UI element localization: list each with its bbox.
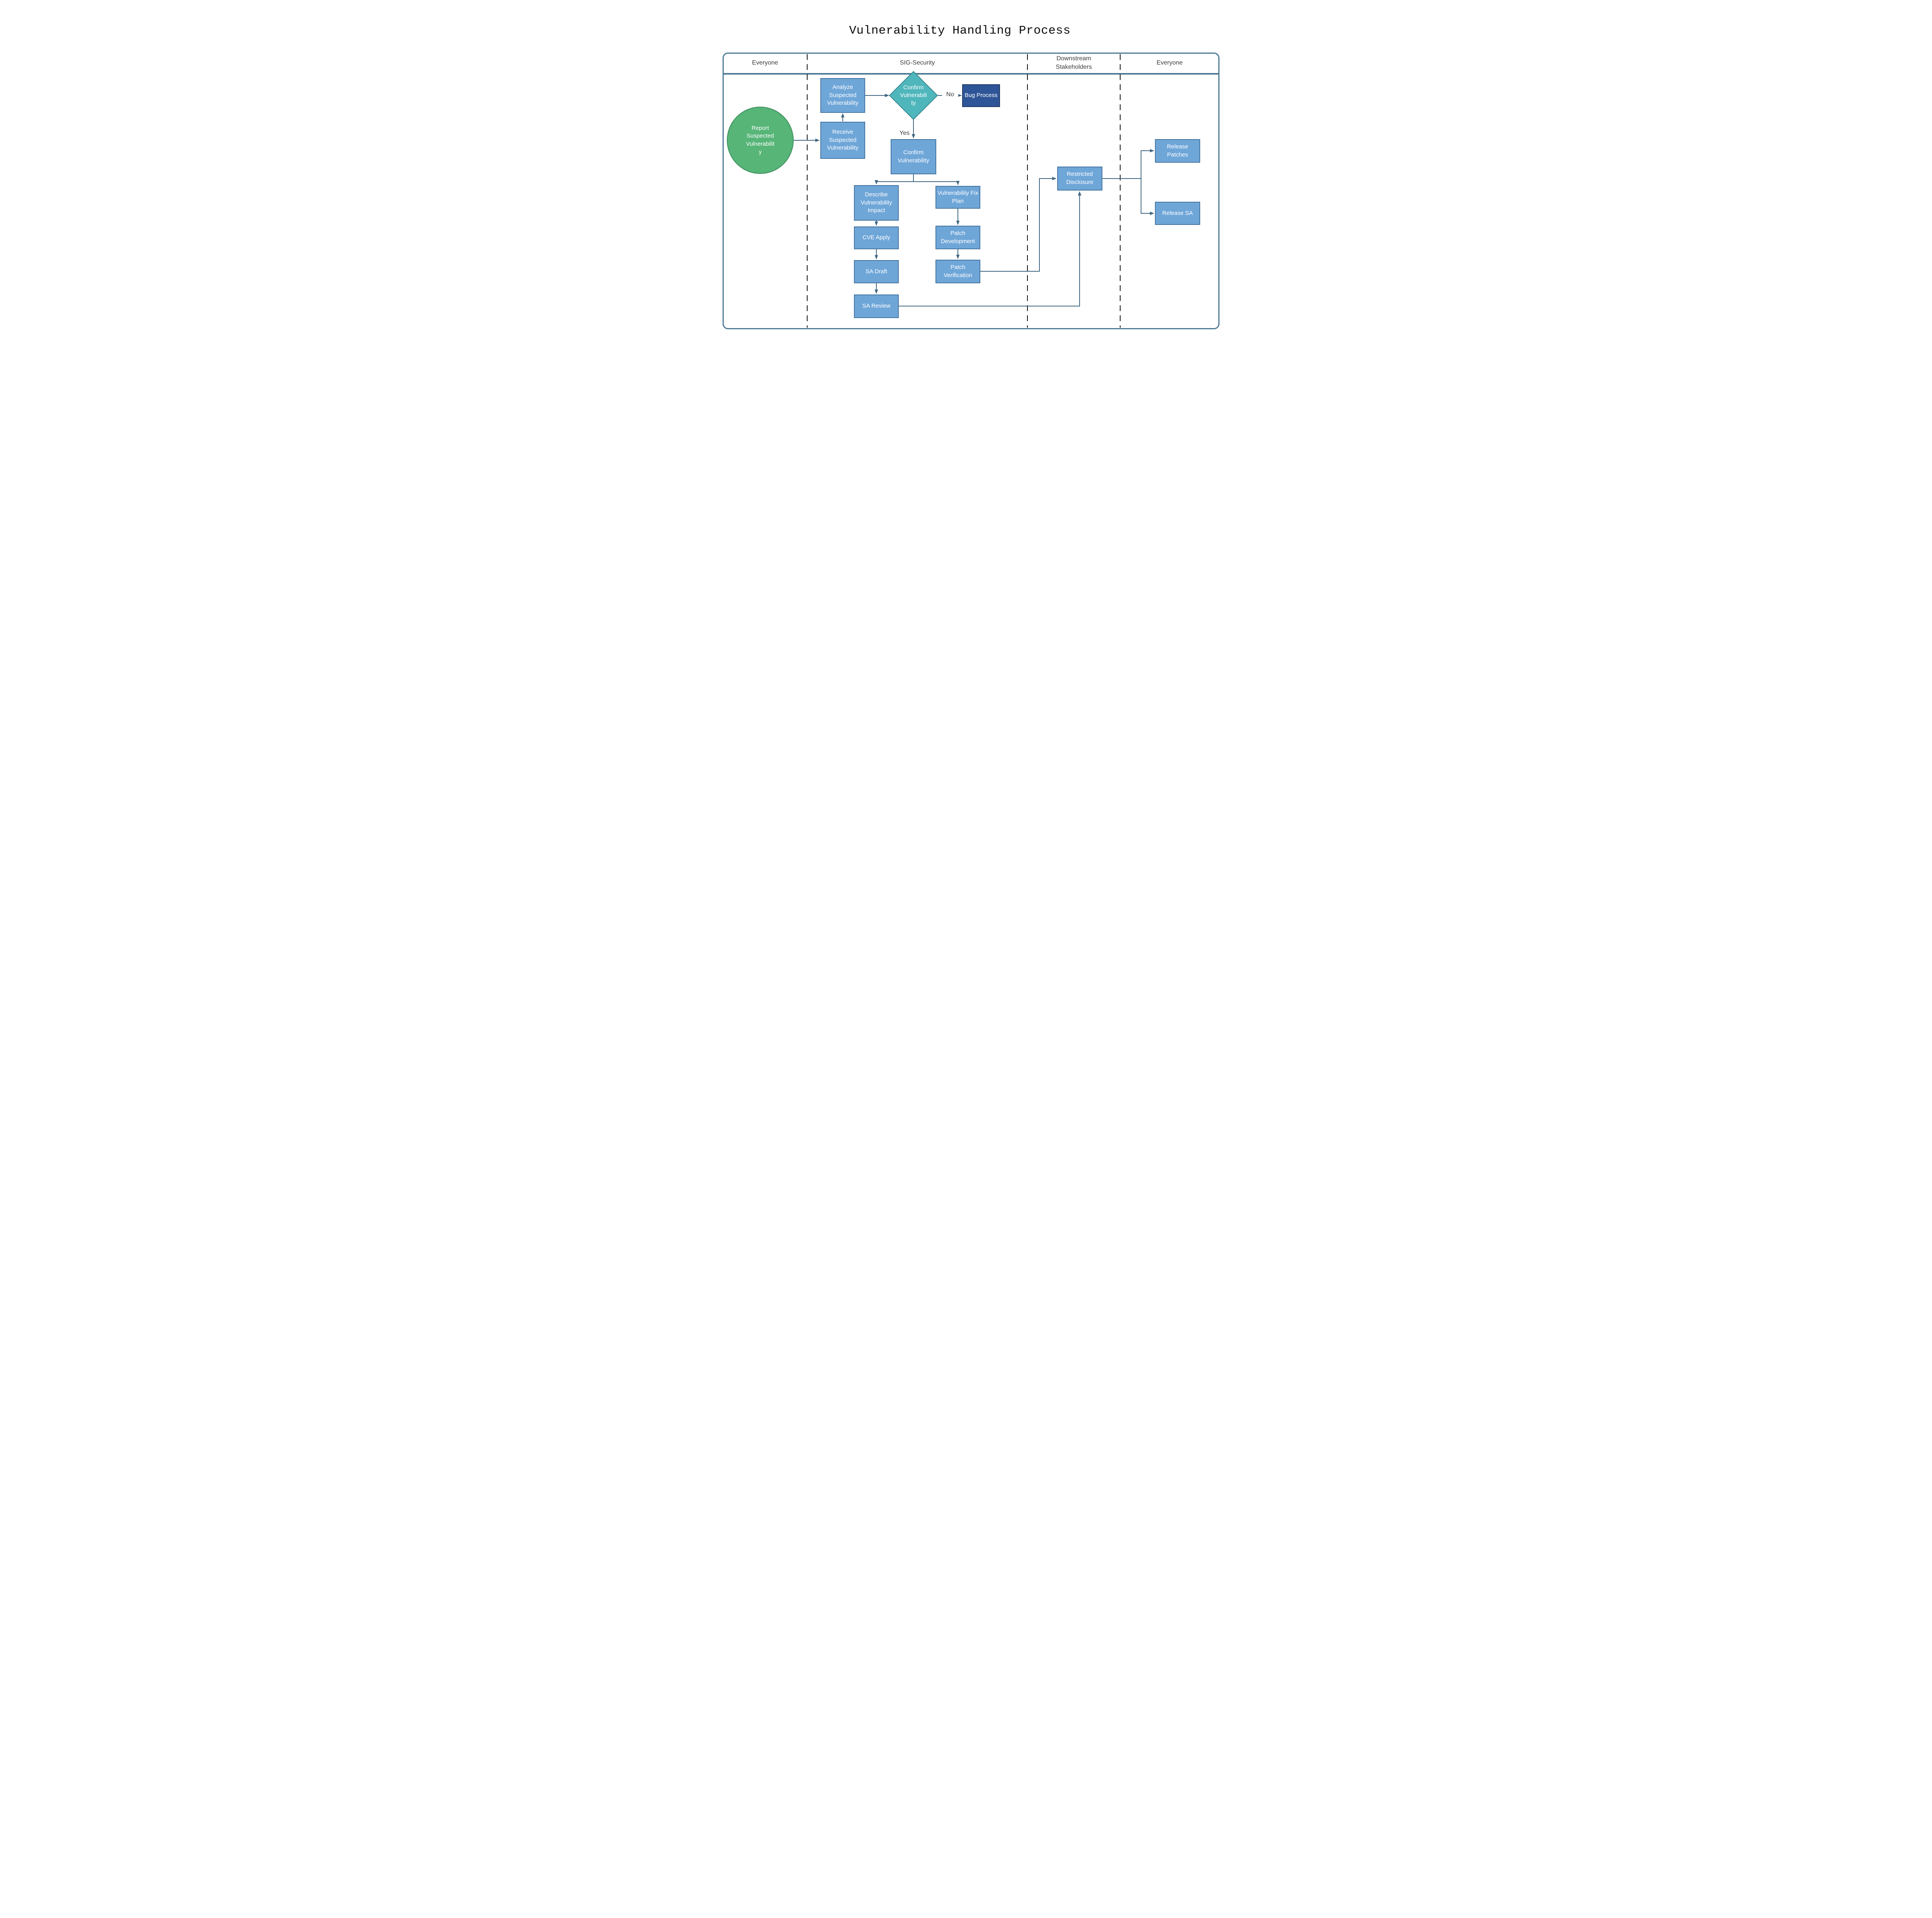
- node-restricted-disclosure: Restricted Disclosure: [1057, 167, 1102, 191]
- node-analyze-suspected-vulnerability: Analyze Suspected Vulnerability: [820, 78, 865, 113]
- edge-label-yes: Yes: [899, 130, 910, 136]
- node-sa-review: SA Review: [854, 294, 899, 318]
- node-receive-suspected-vulnerability: Receive Suspected Vulnerability: [820, 122, 865, 159]
- flowchart-canvas: Vulnerability Handling Process Everyone …: [695, 0, 1237, 384]
- node-patch-development: Patch Development: [935, 226, 980, 249]
- lane-header-separator: [723, 73, 1219, 75]
- swimlane-frame: [723, 53, 1219, 329]
- connector-layer: [794, 54, 1155, 328]
- node-label: Report Suspected Vulnerability: [746, 124, 775, 155]
- lane-dividers: [807, 54, 1121, 328]
- node-sa-draft: SA Draft: [854, 260, 899, 283]
- edge-sareview-to-restricted: [899, 191, 1082, 306]
- edge-patchver-to-restricted: [980, 177, 1057, 272]
- node-patch-verification: Patch Verification: [935, 260, 980, 283]
- node-describe-vulnerability-impact: Describe Vulnerability Impact: [854, 185, 899, 221]
- lane-header-everyone-left: Everyone: [752, 60, 778, 66]
- edge-confirm-split-trunk: [876, 174, 958, 182]
- edge-branch-to-release-sa: [1141, 179, 1155, 215]
- node-confirm-vulnerability: Confirm Vulnerability: [891, 139, 936, 174]
- node-vulnerability-fix-plan: Vulnerability Fix Plan: [935, 186, 980, 209]
- diagram-title: Vulnerability Handling Process: [849, 24, 1071, 37]
- node-release-patches: Release Patches: [1155, 139, 1200, 163]
- node-confirm-vulnerability-decision: Confirm Vulnerability: [896, 80, 931, 111]
- node-label: Confirm Vulnerability: [900, 84, 927, 107]
- lane-header-downstream-stakeholders: Downstream Stakeholders: [1056, 55, 1092, 70]
- node-report-suspected-vulnerability: Report Suspected Vulnerability: [727, 107, 794, 174]
- node-bug-process: Bug Process: [962, 84, 1000, 107]
- node-cve-apply: CVE Apply: [854, 226, 899, 249]
- decision-diamond-shape: [889, 71, 938, 120]
- node-release-sa: Release SA: [1155, 202, 1200, 225]
- edge-branch-to-release-patches: [1141, 149, 1155, 179]
- flow-connectors: [794, 94, 1155, 306]
- edge-label-no: No: [942, 91, 958, 98]
- lane-header-sig-security: SIG-Security: [900, 60, 935, 66]
- lane-header-everyone-right: Everyone: [1156, 60, 1183, 66]
